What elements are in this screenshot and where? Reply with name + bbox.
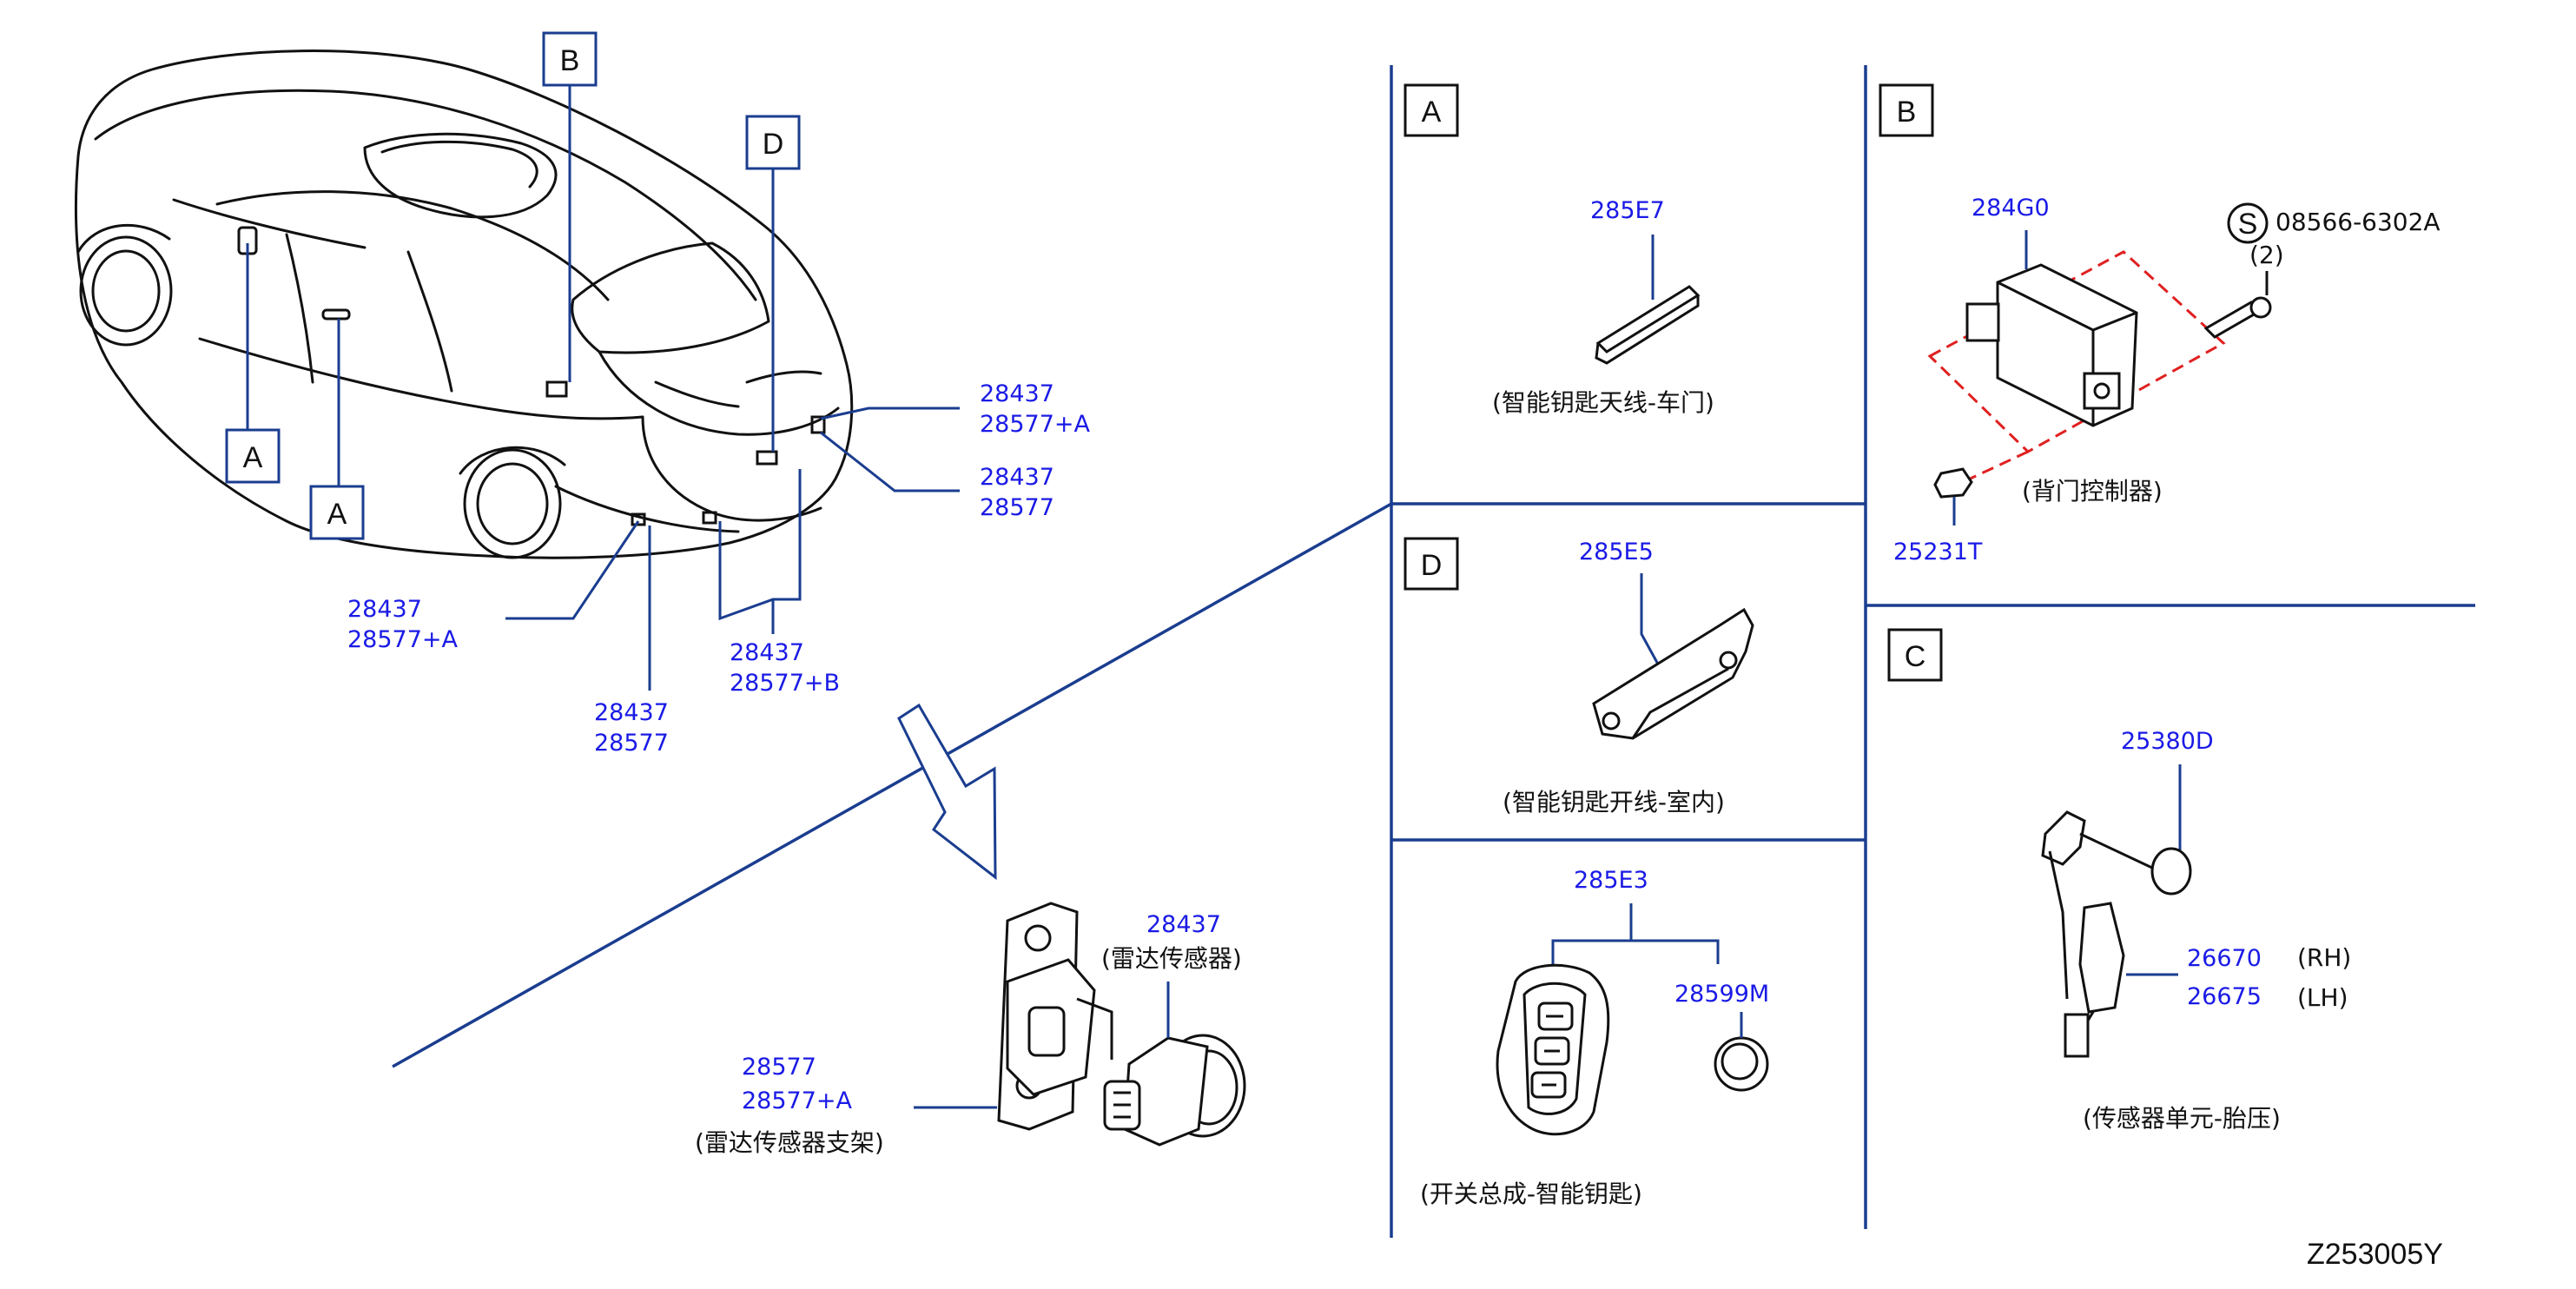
section-key-name: (开关总成-智能钥匙)	[1420, 1180, 1642, 1208]
interior-antenna-icon	[1592, 607, 1754, 740]
part-28437-center-b: 28437	[730, 639, 804, 666]
part-28437-right-lower: 28437	[980, 464, 1054, 491]
nut-icon	[1933, 467, 1973, 499]
side-lh: (LH)	[2297, 983, 2348, 1012]
part-285e7: 285E7	[1590, 197, 1665, 224]
screw-qty: (2)	[2249, 241, 2284, 269]
part-25231t: 25231T	[1893, 539, 1983, 565]
callout-label-a-front: A	[243, 441, 263, 474]
tpms-sensor-body-icon	[2078, 902, 2125, 1014]
section-c-label: C	[1905, 640, 1926, 673]
section-d-name: (智能钥匙开线-室内)	[1503, 788, 1725, 816]
detail-arrow-icon	[897, 703, 997, 881]
part-28599m: 28599M	[1674, 981, 1769, 1008]
section-smart-key: 285E3 28599M (开关总成-智能钥匙)	[1420, 867, 1769, 1208]
part-25380d: 25380D	[2121, 728, 2214, 755]
part-28437-left-lower: 28437	[347, 596, 422, 623]
door-antenna-icon	[1595, 285, 1701, 354]
section-c: C 25380D 26670 (RH) 26675 (LH) (传感器单元-胎压…	[1887, 628, 2351, 1133]
part-28577-center-bottom: 28577	[594, 730, 669, 757]
section-c-name: (传感器单元-胎压)	[2083, 1104, 2281, 1133]
section-a: A 285E7 (智能钥匙天线-车门)	[1404, 83, 1714, 417]
part-285e3: 285E3	[1574, 867, 1648, 894]
part-28577a-bracket: 28577+A	[742, 1087, 853, 1114]
section-dividers	[392, 65, 2475, 1238]
part-26670: 26670	[2187, 945, 2262, 972]
part-28577a-left-lower: 28577+A	[347, 626, 459, 653]
radar-sensor-detail	[914, 902, 1246, 1147]
tpms-valve-icon	[2041, 810, 2086, 866]
part-28577-bracket: 28577	[742, 1054, 816, 1081]
part-28437-right-upper: 28437	[980, 380, 1054, 407]
section-a-label: A	[1422, 96, 1442, 129]
section-d: D 285E5 (智能钥匙开线-室内)	[1404, 537, 1754, 816]
part-26675: 26675	[2187, 983, 2262, 1010]
car-callouts: A A B D 28437 28577+A 28437 28577 28437 …	[225, 31, 1091, 757]
section-a-name: (智能钥匙天线-车门)	[1492, 388, 1714, 417]
part-28577a-right-upper: 28577+A	[980, 411, 1091, 438]
section-b-label: B	[1897, 96, 1917, 129]
mounting-dashed-box	[1927, 250, 2226, 453]
section-d-label: D	[1421, 549, 1443, 582]
section-b: B 284G0 S 08566-6302A (2) 25231T (背门控制器)	[1879, 83, 2441, 565]
radar-sensor-name: (雷达传感器)	[1101, 944, 1242, 973]
part-28577-right-lower: 28577	[980, 494, 1054, 521]
section-b-name: (背门控制器)	[2022, 477, 2163, 506]
part-28437-center-bottom: 28437	[594, 699, 669, 726]
part-284g0: 284G0	[1972, 195, 2050, 221]
part-08566-6302a: 08566-6302A	[2275, 208, 2441, 236]
callout-label-b: B	[560, 44, 580, 77]
part-285e5: 285E5	[1579, 539, 1654, 565]
callout-label-d: D	[763, 128, 784, 161]
diagram-id: Z253005Y	[2307, 1238, 2443, 1271]
car-illustration	[74, 50, 854, 559]
part-28577b-center-b: 28577+B	[730, 670, 840, 697]
part-28437-radar-sensor: 28437	[1146, 911, 1221, 938]
side-rh: (RH)	[2297, 943, 2351, 972]
screw-marker-icon	[2227, 202, 2269, 244]
radar-bracket-name: (雷达传感器支架)	[695, 1128, 884, 1157]
smart-key-icon	[1496, 963, 1610, 1136]
screw-marker: S	[2238, 208, 2258, 241]
callout-label-a-rear: A	[327, 498, 347, 531]
